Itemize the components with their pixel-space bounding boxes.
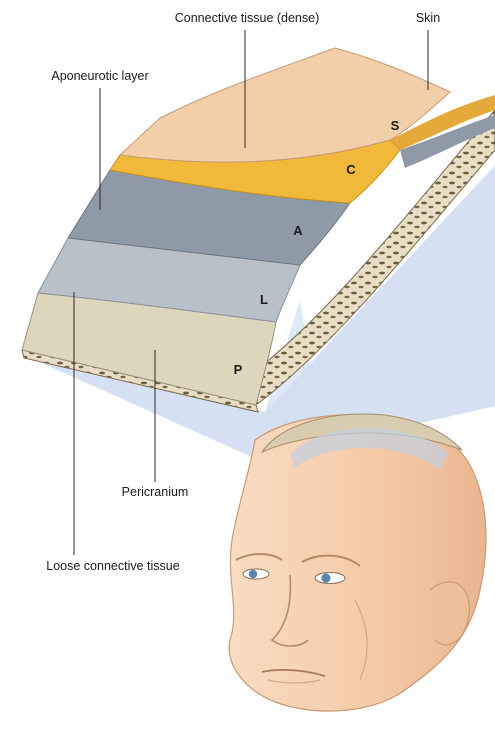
head-illustration <box>229 414 486 711</box>
label-connective-tissue-dense: Connective tissue (dense) <box>175 11 320 25</box>
letter-s: S <box>391 118 400 133</box>
label-skin: Skin <box>416 11 440 25</box>
letter-a: A <box>293 223 303 238</box>
letter-l: L <box>260 292 268 307</box>
label-loose-connective-tissue: Loose connective tissue <box>46 559 179 573</box>
label-aponeurotic-layer: Aponeurotic layer <box>51 69 148 83</box>
label-pericranium: Pericranium <box>122 485 189 499</box>
letter-p: P <box>234 362 243 377</box>
letter-c: C <box>346 162 356 177</box>
